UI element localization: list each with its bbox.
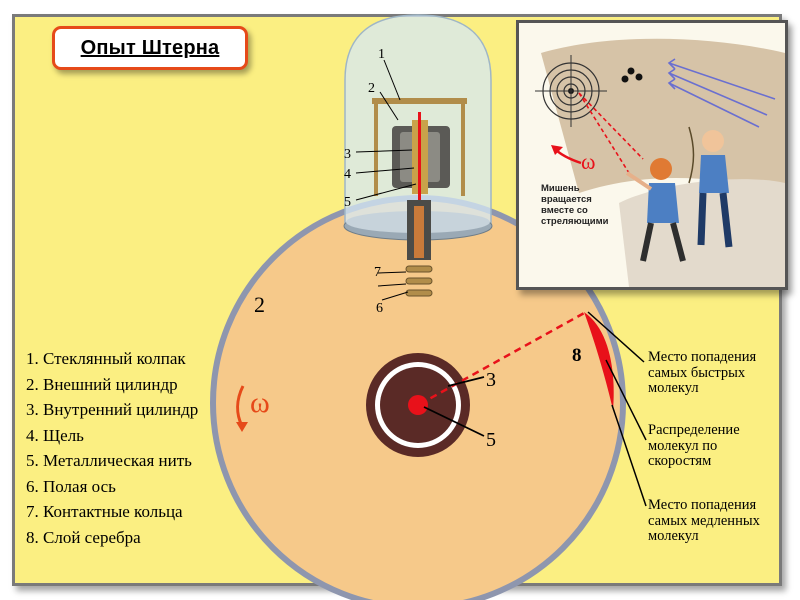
legend-list: 1. Стеклянный колпак 2. Внешний цилиндр … — [26, 346, 198, 550]
inset-caption: Мишень вращается вместе со стреляющими — [541, 183, 609, 227]
pointer-slowest — [611, 404, 647, 507]
title-box: Опыт Штерна — [52, 26, 248, 70]
inset-omega: ω — [581, 149, 595, 174]
legend-item: 6. Полая ось — [26, 476, 116, 496]
apparatus-label-3: 3 — [344, 147, 351, 162]
shooter-figure — [625, 158, 686, 262]
apparatus-label-2: 2 — [368, 81, 375, 96]
archer-figure — [688, 126, 733, 248]
legend-item: 2. Внешний цилиндр — [26, 374, 178, 394]
apparatus-label-4: 4 — [344, 167, 351, 182]
arrow-icon — [667, 58, 776, 128]
apparatus-label-1: 1 — [378, 47, 385, 62]
apparatus-label-7: 7 — [374, 265, 381, 280]
apparatus-label-5: 5 — [344, 195, 351, 210]
legend-item: 1. Стеклянный колпак — [26, 349, 186, 368]
annotation-fastest: Место попадения самых быстрых молекул — [648, 349, 757, 396]
target-icon — [535, 55, 607, 127]
legend-item: 3. Внутренний цилиндр — [26, 400, 199, 419]
legend-item: 5. Металлическая нить — [26, 451, 192, 470]
label-filament: 5 — [486, 429, 496, 451]
analogy-inset: ω Мишень вращается вместе со стреляющими — [516, 20, 788, 290]
legend-item: 7. Контактные кольца — [26, 502, 183, 521]
pointer-distribution — [605, 359, 647, 441]
label-omega: ω — [250, 386, 270, 419]
annotation-distribution: Распределение молекул по скоростям — [648, 422, 740, 469]
legend-item: 8. Слой серебра — [26, 527, 141, 547]
filament-dot — [408, 395, 428, 415]
pointer-fastest — [587, 311, 645, 363]
rotation-arrowhead — [236, 422, 248, 432]
inset-illustration: ω — [519, 23, 785, 287]
frame-top — [372, 98, 467, 104]
label-silver-layer: 8 — [572, 345, 582, 366]
label-outer-cylinder: 2 — [254, 292, 265, 317]
contact-ring-2 — [405, 277, 433, 285]
frame-rod-left — [374, 100, 378, 196]
pointer-filament — [423, 406, 485, 437]
annotation-slowest: Место попадения самых медленных молекул — [648, 497, 760, 544]
page-title: Опыт Штерна — [80, 36, 220, 59]
silver-layer — [584, 312, 614, 410]
pointer-inner-cylinder — [447, 376, 485, 387]
legend-item: 4. Щель — [26, 425, 84, 445]
bell-filament — [418, 112, 421, 204]
contact-ring-1 — [405, 265, 433, 273]
frame-rod-right — [461, 100, 465, 196]
apparatus-label-6: 6 — [376, 301, 383, 316]
molecule-trajectory — [419, 310, 587, 406]
contact-ring-3 — [405, 289, 433, 297]
label-inner-cylinder: 3 — [486, 369, 496, 391]
